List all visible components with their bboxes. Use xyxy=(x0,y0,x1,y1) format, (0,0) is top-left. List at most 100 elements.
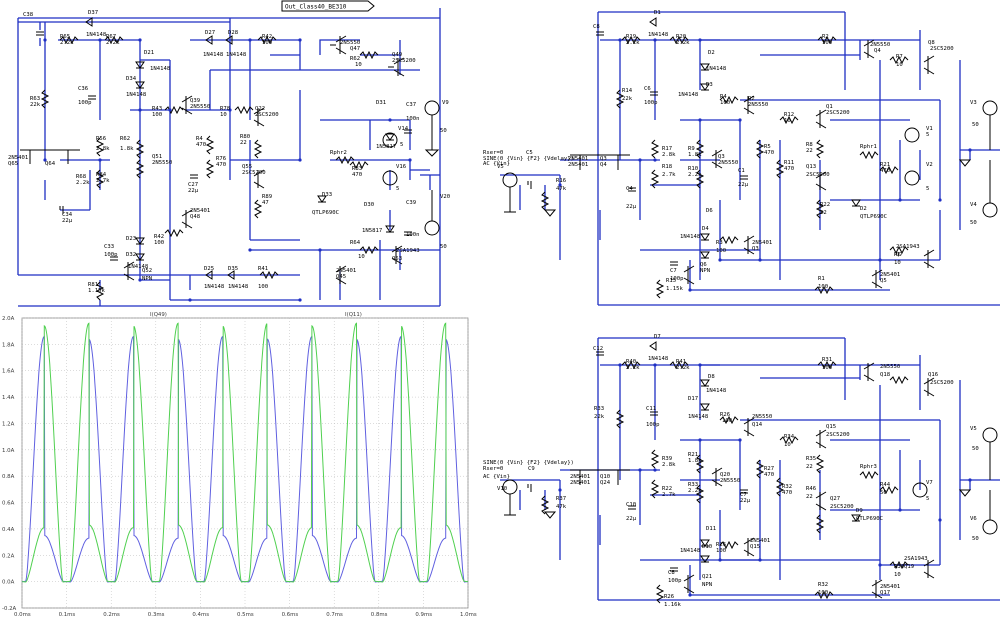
schematic1-label-3: R65 xyxy=(60,34,70,40)
schematic2-label-1: D1 xyxy=(654,10,661,16)
schematic3-label-60: 470 xyxy=(782,490,792,496)
schematic1-label-78: 22µ xyxy=(62,218,73,224)
schematic1-label-101: 100 xyxy=(258,284,268,290)
schematic1-label-9: D27 xyxy=(205,30,215,36)
schematic1-label-71: 50 xyxy=(440,244,447,250)
schematic3-label-44: V10 xyxy=(497,486,507,492)
schematic2-label-3: R19 xyxy=(626,34,636,40)
schematic3-label-12: Q18 xyxy=(880,372,891,378)
schematic2-label-24: 1N4148 xyxy=(678,92,699,98)
schematic3-label-75: D11 xyxy=(706,526,716,532)
schematic2-label-90: C7 xyxy=(670,268,677,274)
schematic1-label-32: 10 xyxy=(220,112,227,118)
ytick-5: 1.0A xyxy=(2,448,15,454)
schematic1-label-59: 470 xyxy=(352,172,362,178)
schematic2-label-52: R5 xyxy=(764,144,771,150)
schematic3-label-6: 2.2k xyxy=(676,365,690,371)
schematic3-label-93: 100 xyxy=(818,590,828,596)
schematic1-label-40: 100n xyxy=(406,116,419,122)
schematic3-label-9: R31 xyxy=(822,357,832,363)
schematic2-label-21: C6 xyxy=(644,86,651,92)
schematic3-label-83: 10 xyxy=(894,572,901,578)
xtick-6: 0.6ms xyxy=(282,612,299,618)
schematic3-label-68: 2SC5200 xyxy=(830,504,854,510)
schematic2-label-40: R16 xyxy=(556,178,566,184)
schematic1-label-31: R78 xyxy=(220,106,231,112)
schematic2-label-41: 47k xyxy=(556,186,567,192)
schematic1-label-69: 100n xyxy=(406,232,419,238)
schematic1-label-25: D34 xyxy=(126,76,137,82)
xtick-4: 0.4ms xyxy=(192,612,209,618)
schematic1-label-87: 100 xyxy=(154,240,164,246)
schematic2-label-45: Q4 xyxy=(600,162,607,168)
schematic2-label-58: C1 xyxy=(738,168,745,174)
schematic1-label-73: Q65 xyxy=(8,161,18,167)
schematic2-label-60: R8 xyxy=(806,142,813,148)
schematic3-label-31: Rphr3 xyxy=(860,464,877,470)
schematic2-label-81: 1N4148 xyxy=(680,234,701,240)
schematic1-label-68: C39 xyxy=(406,200,416,206)
schematic3-label-54: 1.8k xyxy=(688,458,702,464)
schematic3-label-30: 22 xyxy=(806,464,813,470)
schematic3-label-65: R46 xyxy=(806,486,816,492)
schematic1-label-102: 2N5401 xyxy=(336,268,356,274)
schematic3-label-40: SINE(0 {Vin} {F2} {Vdelay}) xyxy=(483,460,574,466)
xtick-9: 0.9ms xyxy=(415,612,432,618)
schematic2-label-95: 1.15k xyxy=(666,286,683,292)
schematic2-label-23: D3 xyxy=(706,82,713,88)
schematic2-label-34: 5 xyxy=(926,132,929,138)
schematic1-label-0: C38 xyxy=(23,12,34,18)
schematic2-label-70: 2SC5200 xyxy=(806,172,830,178)
plot-ticks: 2.0A1.8A1.6A1.4A1.2A1.0A0.8A0.6A0.4A0.2A… xyxy=(2,316,477,618)
schematic1-label-58: R83 xyxy=(352,166,362,172)
plot-grid xyxy=(21,317,469,609)
schematic2-label-51: 2N5550 xyxy=(718,160,738,166)
schematic2-label-86: R6 xyxy=(894,252,901,258)
schematic1-label-5: R67 xyxy=(106,34,116,40)
schematic3-label-73: R22 xyxy=(662,486,672,492)
schematic3-label-88: Q21 xyxy=(702,574,712,580)
schematic3-label-10: 100 xyxy=(822,365,832,371)
schematic1-label-91: 100p xyxy=(104,252,118,258)
schematic2-label-18: 50 xyxy=(972,122,979,128)
schematic3-label-21: R26 xyxy=(720,412,730,418)
schematic2-label-30: 10 xyxy=(784,118,791,124)
schematic3-label-24: Q14 xyxy=(752,422,763,428)
schematic3-label-37: 50 xyxy=(972,446,979,452)
netlabel-text: Out_Class40_BE310 xyxy=(285,4,347,11)
schematic1-label-39: C37 xyxy=(406,102,416,108)
schematic2-label-0: C8 xyxy=(593,24,600,30)
schematic3-label-17: D17 xyxy=(688,396,698,402)
schematic1-label-81: R68 xyxy=(76,174,87,180)
schematic2-label-54: R11 xyxy=(784,160,794,166)
schematic1-label-92: Q52 xyxy=(142,268,152,274)
schematic1-label-93: NPN xyxy=(142,276,152,282)
schematic2-label-37: AC {Vin} xyxy=(483,161,510,167)
schematic3-label-95: Q17 xyxy=(880,590,890,596)
schematic2-label-69: Q13 xyxy=(806,164,816,170)
schematic3-label-26: 10 xyxy=(784,442,791,448)
schematic1-label-53: R76 xyxy=(216,156,226,162)
schematic1-label-43: V14 xyxy=(398,126,409,132)
schematic2-label-38: C5 xyxy=(526,150,533,156)
schematic1-label-105: 10 xyxy=(358,254,365,260)
schematic1-label-29: Q39 xyxy=(190,98,200,104)
schematic2-label-77: R18 xyxy=(662,164,673,170)
schematic2-label-39: V5 xyxy=(497,164,504,170)
trace-iq11 xyxy=(21,322,468,583)
schematic2-label-20: 22k xyxy=(622,96,633,102)
schematic1-label-56: 2SC5200 xyxy=(242,170,266,176)
schematic1-label-96: D25 xyxy=(204,266,214,272)
schematic3-label-27: Q15 xyxy=(826,424,836,430)
schematic1-label-1: D37 xyxy=(88,10,98,16)
ytick-11: -0.2A xyxy=(2,606,17,612)
schematic3-label-1: D7 xyxy=(654,334,661,340)
schematic2-label-88: 2SA1943 xyxy=(896,244,920,250)
schematic3-label-33: 56 xyxy=(880,490,887,496)
schematic2-label-6: 2.2k xyxy=(676,40,690,46)
schematic2-label-56: R10 xyxy=(688,166,698,172)
schematic3-label-62: 2.2k xyxy=(688,488,702,494)
xtick-1: 0.1ms xyxy=(59,612,76,618)
schematic2-label-8: 1N4148 xyxy=(706,66,727,72)
